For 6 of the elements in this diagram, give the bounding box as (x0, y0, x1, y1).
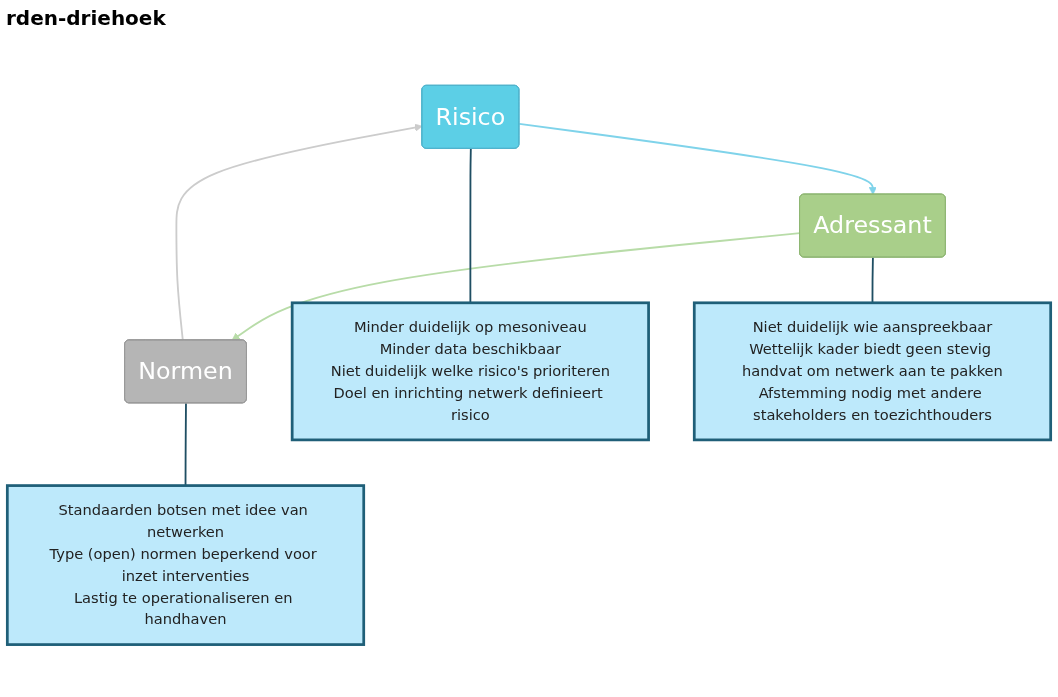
arrow (518, 123, 877, 195)
node-box: Minder duidelijk op mesoniveau Minder data beschikbaar Niet duidelijk welke risico's prioriteren Doel en inrichting netwerk definieert risico (290, 301, 650, 442)
node-box: Standaarden botsen met idee van netwerken Type (open) normen beperkend voor inzet interventies Lastig te operationaliseren en handhaven (5, 484, 366, 646)
node-box: Niet duidelijk wie aanspreekbaar Wettelijk kader biedt geen stevig handvat om netwerk aan te pakken Afstemming nodig met andere stakeholders en toezichthouders (692, 301, 1053, 442)
arrow (231, 232, 801, 341)
title: rden-driehoek (6, 6, 166, 30)
